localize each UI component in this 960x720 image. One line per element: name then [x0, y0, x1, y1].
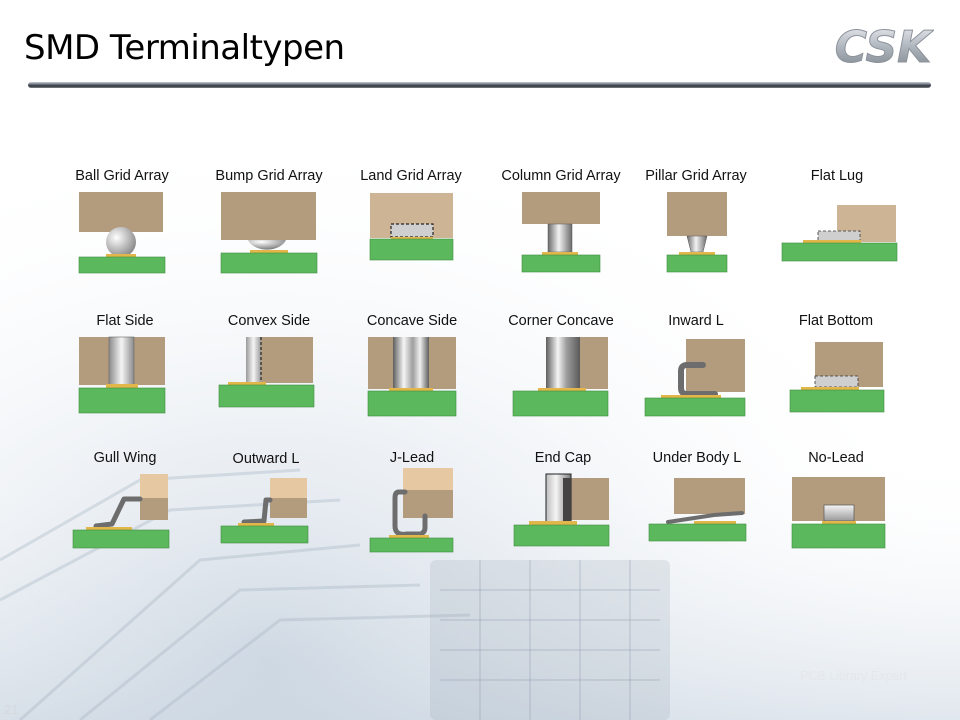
flat-bottom-icon — [789, 342, 885, 413]
no-lead-icon — [791, 477, 886, 549]
svg-text:CSK: CSK — [835, 22, 934, 68]
page-number: 21 — [4, 702, 19, 717]
outward-l-icon — [220, 478, 309, 544]
concave-side-icon — [367, 337, 457, 417]
land-grid-array-icon — [369, 193, 454, 261]
j-lead-icon — [369, 468, 454, 553]
ball-grid-array-icon — [78, 192, 166, 274]
convex-side-icon — [218, 337, 315, 408]
terminal-label: Pillar Grid Array — [645, 168, 747, 184]
terminal-label: Corner Concave — [508, 313, 614, 329]
terminal-label: Flat Bottom — [798, 313, 874, 329]
terminal-label: Land Grid Array — [360, 168, 462, 184]
flat-side-icon — [78, 336, 166, 414]
terminal-label: Flat Side — [96, 313, 154, 329]
footer-brand: PCB Library Expert — [800, 669, 907, 683]
terminal-label: Concave Side — [366, 313, 458, 329]
terminal-label: End Cap — [534, 450, 592, 466]
end-cap-icon — [513, 473, 610, 547]
corner-concave-icon — [512, 337, 609, 417]
terminal-label: Convex Side — [227, 313, 311, 329]
inward-l-icon — [644, 339, 746, 417]
terminal-label: Flat Lug — [810, 168, 864, 184]
terminal-label: Inward L — [668, 313, 724, 329]
bump-grid-array-icon — [220, 192, 318, 274]
terminal-label: No-Lead — [808, 450, 864, 466]
terminal-label: Ball Grid Array — [75, 168, 169, 184]
terminal-label: Column Grid Array — [501, 168, 621, 184]
terminal-label: Under Body L — [652, 450, 742, 466]
pillar-grid-array-icon — [666, 192, 728, 273]
slide-title: SMD Terminaltypen — [24, 28, 345, 68]
csk-logo: CSK — [834, 22, 934, 68]
gull-wing-icon — [72, 474, 170, 549]
terminal-label: Outward L — [232, 451, 300, 467]
under-body-l-icon — [648, 478, 747, 542]
title-divider — [28, 82, 931, 88]
column-grid-array-icon — [521, 192, 601, 273]
terminal-label: Bump Grid Array — [215, 168, 323, 184]
flat-lug-icon — [781, 205, 898, 262]
terminal-label: J-Lead — [389, 450, 435, 466]
terminal-label: Gull Wing — [93, 450, 157, 466]
